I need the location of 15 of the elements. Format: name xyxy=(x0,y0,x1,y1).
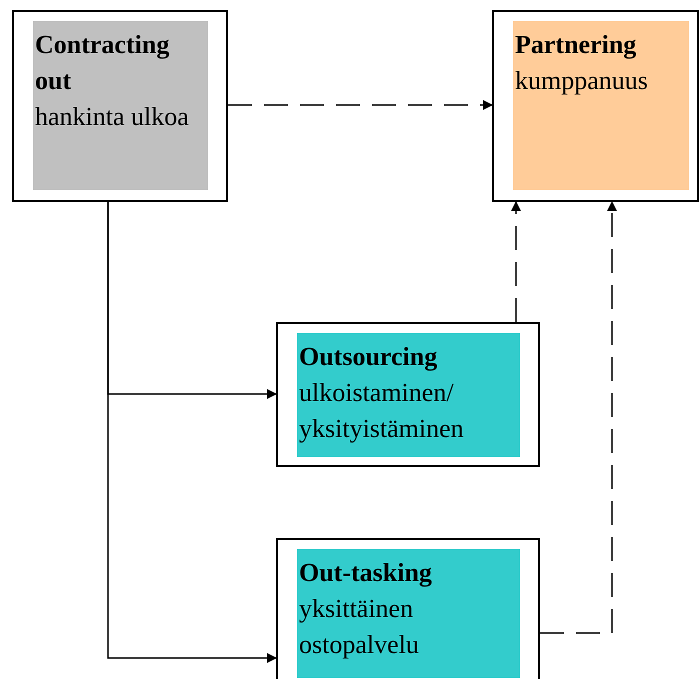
process-box xyxy=(276,322,540,467)
box-text: kumppanuus xyxy=(515,65,649,97)
arrow xyxy=(228,100,493,110)
box-heading: Partnering xyxy=(515,29,638,61)
arrow xyxy=(511,201,521,322)
box-heading: Out-tasking xyxy=(299,557,433,589)
box-text: ulkoistaminen/ yksityistäminen xyxy=(299,377,465,445)
box-text: yksittäinen ostopalvelu xyxy=(299,593,420,661)
box-heading: Outsourcing xyxy=(299,341,438,373)
arrow xyxy=(107,202,277,663)
process-box xyxy=(276,538,540,679)
process-box xyxy=(12,10,228,202)
process-box xyxy=(492,10,699,202)
box-text: hankinta ulkoa xyxy=(35,101,190,133)
arrow xyxy=(540,201,617,634)
